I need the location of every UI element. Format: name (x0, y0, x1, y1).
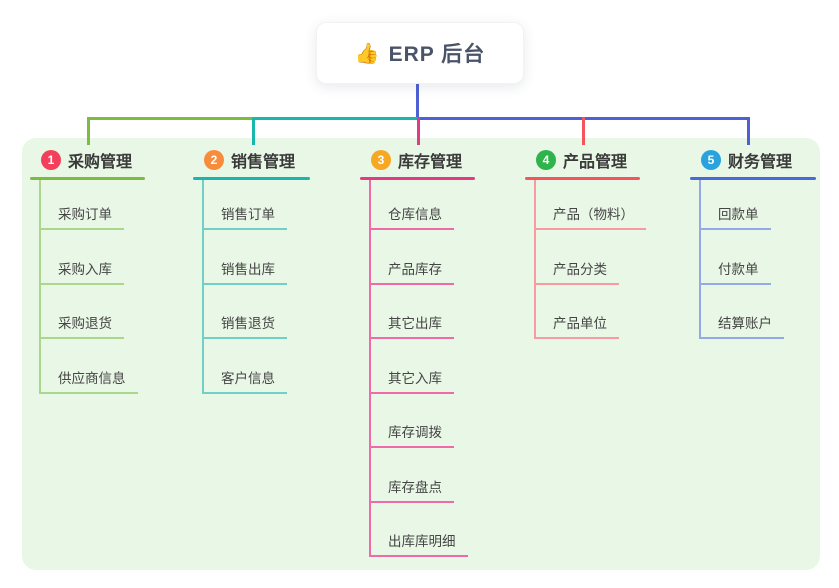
child-node-label: 库存调拨 (388, 425, 442, 440)
branch-finance-children: 回款单付款单结算账户 (699, 180, 784, 339)
thumbs-up-icon: 👍 (354, 42, 380, 65)
child-node[interactable]: 采购订单 (41, 180, 124, 230)
root-node[interactable]: 👍 ERP 后台 (316, 22, 524, 84)
connector-drop-finance (747, 117, 750, 145)
branch-underline (525, 177, 640, 180)
child-node[interactable]: 产品库存 (371, 230, 454, 285)
badge-2-icon: 2 (204, 150, 224, 170)
child-node-label: 供应商信息 (58, 370, 126, 386)
child-node[interactable]: 客户信息 (204, 339, 287, 394)
child-node[interactable]: 采购入库 (41, 230, 124, 285)
child-node[interactable]: 产品分类 (536, 230, 619, 285)
root-node-label: ERP 后台 (388, 43, 486, 66)
branch-sales-title[interactable]: 2 销售管理 (193, 146, 310, 174)
branch-finance-title[interactable]: 5 财务管理 (690, 146, 816, 174)
badge-4-icon: 4 (536, 150, 556, 170)
child-node-label: 其它出库 (388, 316, 442, 331)
connector-drop-product (582, 117, 585, 145)
branch-sales-children: 销售订单销售出库销售退货客户信息 (202, 180, 287, 394)
branch-inventory-label: 库存管理 (398, 154, 463, 171)
child-node[interactable]: 采购退货 (41, 285, 124, 339)
branch-underline (690, 177, 816, 180)
child-node-label: 客户信息 (221, 370, 275, 386)
child-node-label: 销售出库 (221, 261, 275, 277)
badge-5-icon: 5 (701, 150, 721, 170)
connector-root-drop (416, 82, 419, 119)
child-node[interactable]: 库存调拨 (371, 394, 454, 448)
child-node[interactable]: 回款单 (701, 180, 771, 230)
child-node-label: 仓库信息 (388, 207, 442, 222)
child-node[interactable]: 产品单位 (536, 285, 619, 339)
branch-purchase-title[interactable]: 1 采购管理 (30, 146, 145, 174)
child-node-label: 产品（物料） (553, 207, 634, 222)
child-node[interactable]: 付款单 (701, 230, 771, 285)
child-node[interactable]: 其它入库 (371, 339, 454, 394)
branch-underline (360, 177, 475, 180)
child-node[interactable]: 出库库明细 (371, 503, 468, 557)
child-node-label: 出库库明细 (388, 534, 456, 549)
branch-purchase-label: 采购管理 (68, 154, 133, 171)
branch-product-title[interactable]: 4 产品管理 (525, 146, 646, 174)
child-node-label: 采购退货 (58, 316, 112, 331)
child-node-label: 付款单 (718, 261, 759, 277)
child-node[interactable]: 供应商信息 (41, 339, 138, 394)
branch-sales: 2 销售管理 销售订单销售出库销售退货客户信息 (193, 146, 310, 394)
child-node[interactable]: 仓库信息 (371, 180, 454, 230)
child-node[interactable]: 库存盘点 (371, 448, 454, 503)
child-node[interactable]: 销售订单 (204, 180, 287, 230)
branch-inventory-children: 仓库信息产品库存其它出库其它入库库存调拨库存盘点出库库明细 (369, 180, 468, 557)
child-node-label: 结算账户 (718, 316, 772, 331)
connector-drop-inventory (417, 117, 420, 145)
branch-sales-label: 销售管理 (231, 154, 296, 171)
branches-board (22, 138, 820, 570)
branch-product: 4 产品管理 产品（物料） 产品分类产品单位 (525, 146, 646, 339)
connector-drop-purchase (87, 117, 90, 145)
child-node-label: 采购订单 (58, 207, 112, 222)
child-node-label: 采购入库 (58, 261, 112, 277)
child-node-label: 产品单位 (553, 316, 607, 331)
connector-drop-sales (252, 117, 255, 145)
child-node-label: 库存盘点 (388, 479, 442, 495)
child-node-label: 产品分类 (553, 261, 607, 277)
child-node[interactable]: 结算账户 (701, 285, 784, 339)
child-node-label: 产品库存 (388, 261, 442, 277)
branch-purchase: 1 采购管理 采购订单采购入库采购退货供应商信息 (30, 146, 145, 394)
badge-1-icon: 1 (41, 150, 61, 170)
child-node-label: 销售退货 (221, 316, 275, 331)
child-node-label: 销售订单 (221, 207, 275, 222)
branch-finance: 5 财务管理 回款单付款单结算账户 (690, 146, 816, 339)
branch-underline (193, 177, 310, 180)
branch-product-children: 产品（物料） 产品分类产品单位 (534, 180, 646, 339)
child-node-label: 回款单 (718, 207, 759, 222)
branch-product-label: 产品管理 (563, 154, 628, 171)
branch-purchase-children: 采购订单采购入库采购退货供应商信息 (39, 180, 138, 394)
connector-bus-green (87, 117, 254, 120)
branch-inventory: 3 库存管理 仓库信息产品库存其它出库其它入库库存调拨库存盘点出库库明细 (360, 146, 475, 557)
branch-inventory-title[interactable]: 3 库存管理 (360, 146, 475, 174)
child-node[interactable]: 其它出库 (371, 285, 454, 339)
child-node-label: 其它入库 (388, 370, 442, 386)
badge-3-icon: 3 (371, 150, 391, 170)
child-node[interactable]: 产品（物料） (536, 180, 646, 230)
connector-bus-teal (254, 117, 418, 120)
branch-finance-label: 财务管理 (728, 154, 793, 171)
branch-underline (30, 177, 145, 180)
child-node[interactable]: 销售出库 (204, 230, 287, 285)
child-node[interactable]: 销售退货 (204, 285, 287, 339)
